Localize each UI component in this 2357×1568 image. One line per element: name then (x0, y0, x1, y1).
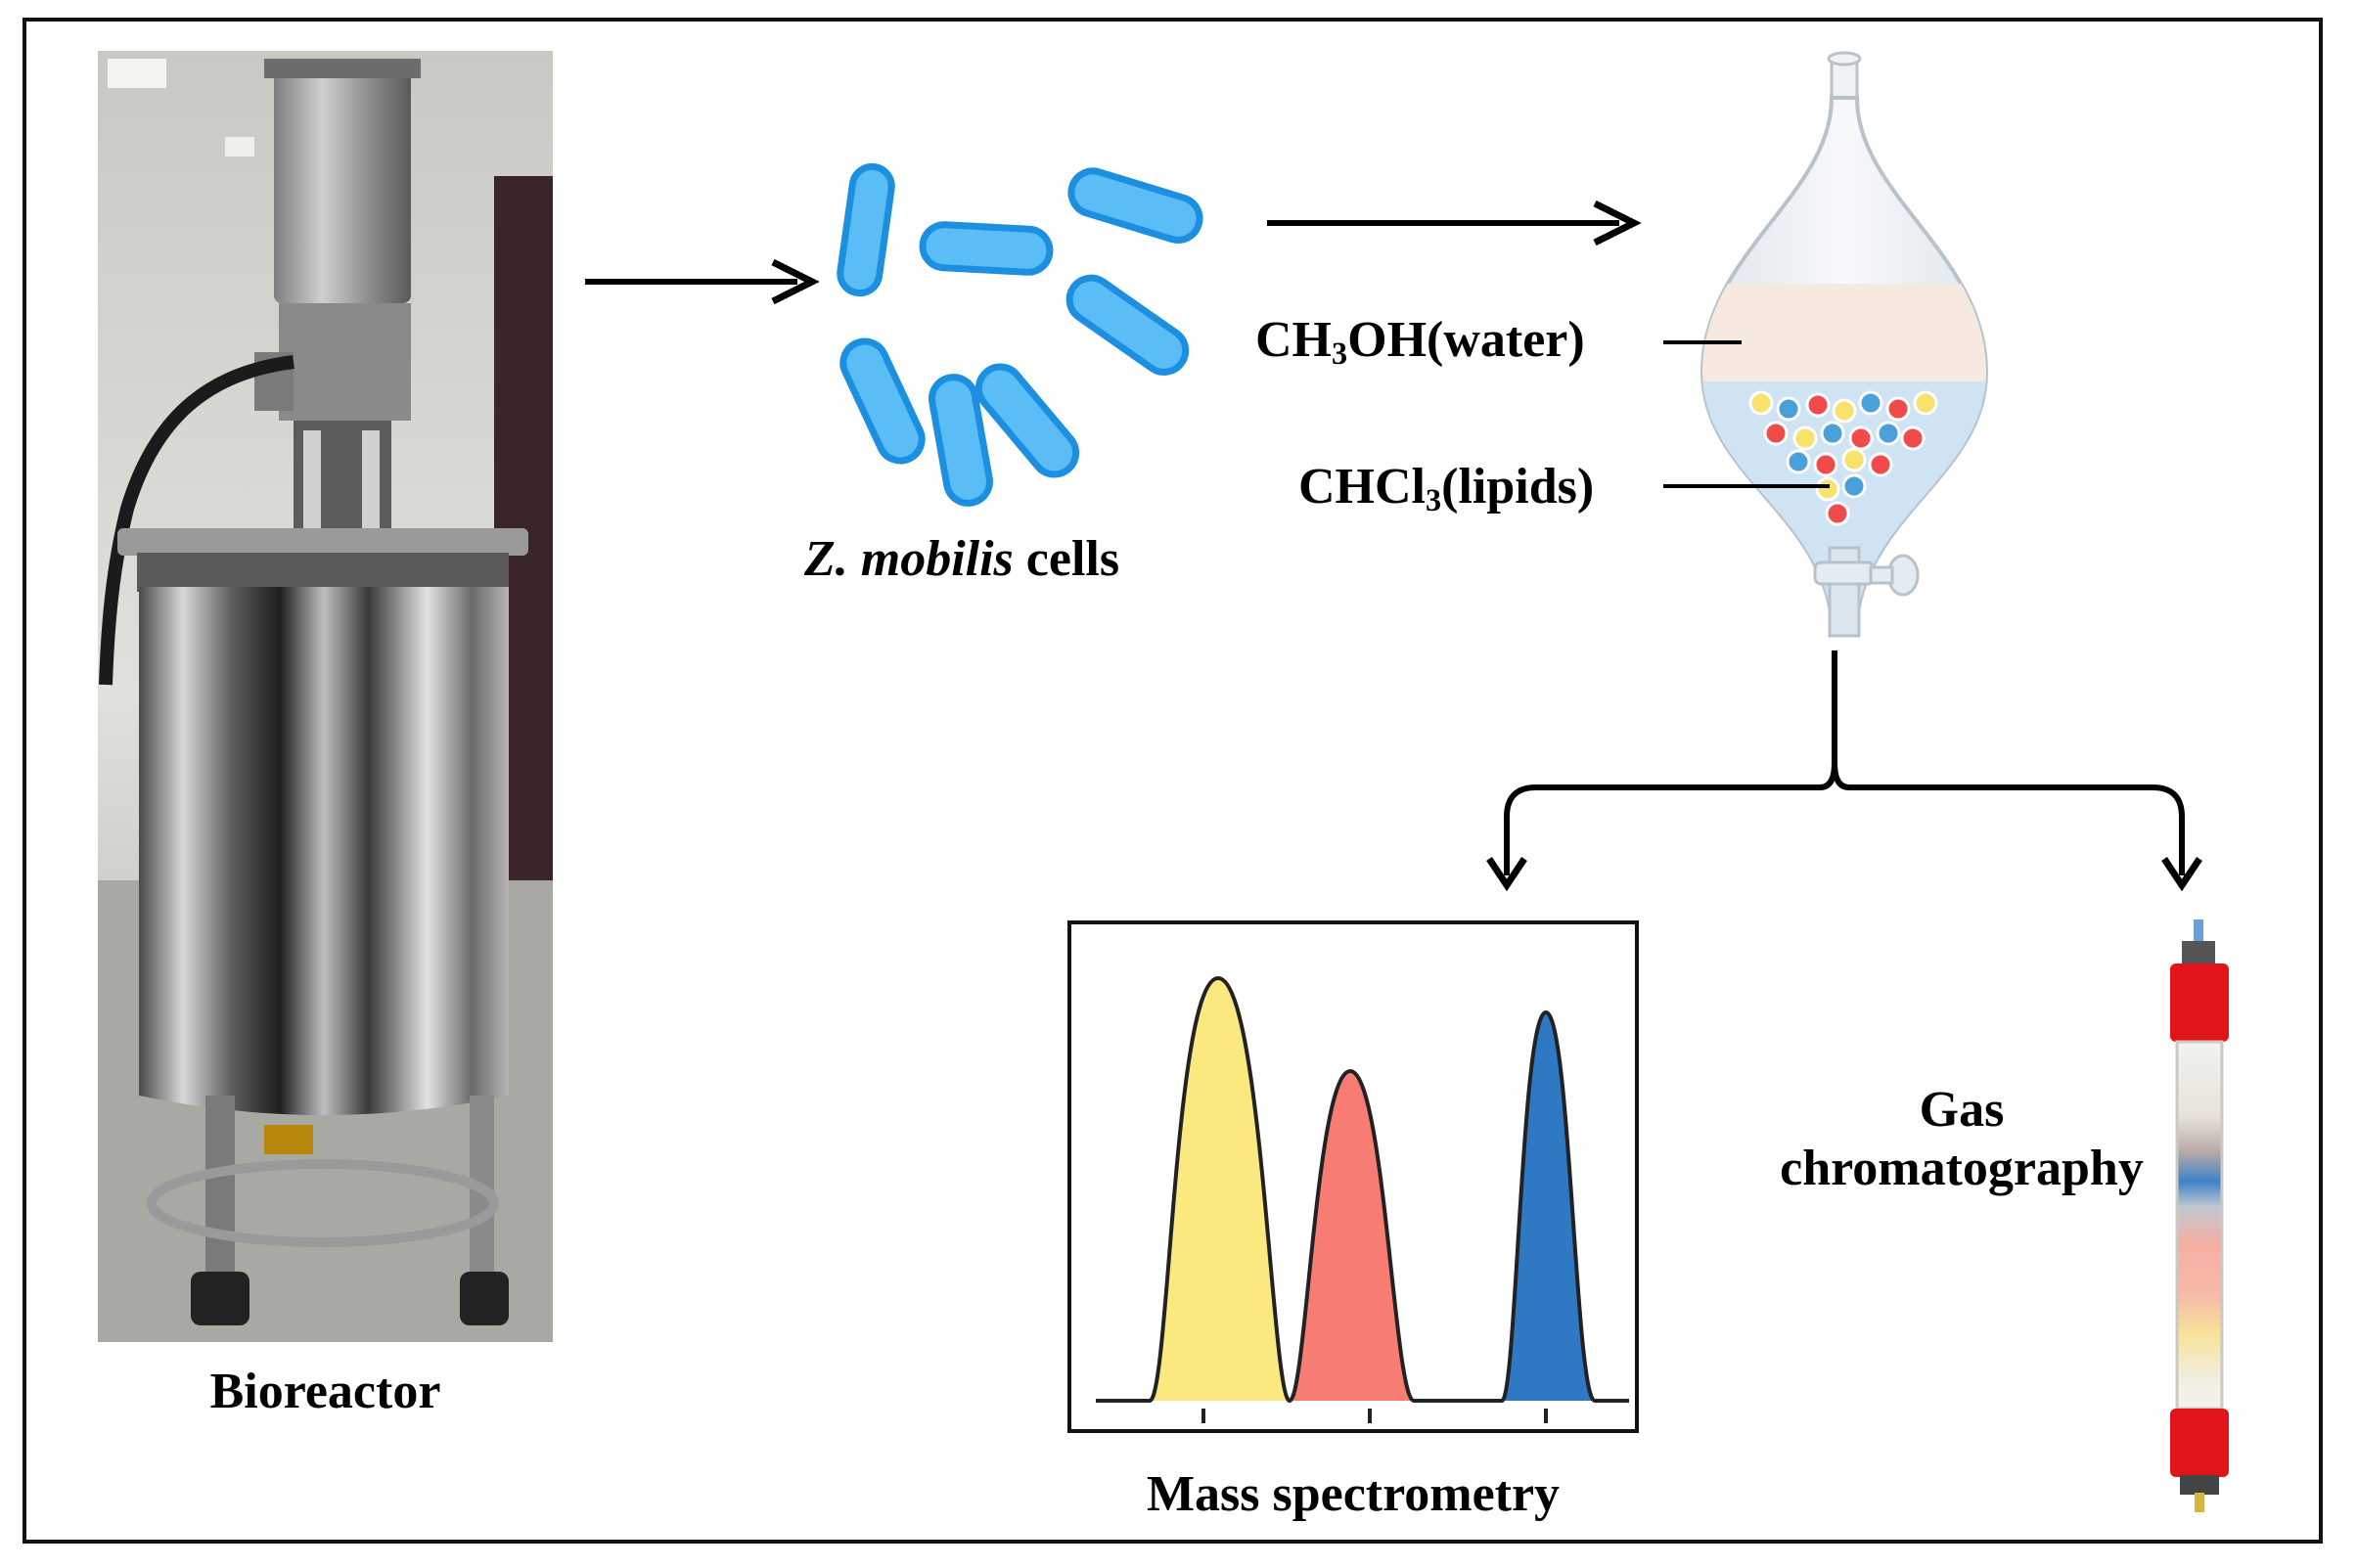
peak-yellow (1096, 978, 1287, 1401)
methanol-label: CH3OH(water) (1255, 311, 1585, 370)
methanol-subscript: 3 (1332, 336, 1348, 372)
cells-label: Z. mobilis cells (804, 530, 1119, 589)
cells-species: Z. mobilis (804, 531, 1014, 587)
chloroform-subscript: 3 (1426, 482, 1442, 518)
methanol-suffix: OH(water) (1347, 312, 1585, 368)
cell-4 (1065, 274, 1190, 376)
cell-7 (975, 363, 1080, 478)
water-layer (1702, 284, 1986, 381)
chloroform-prefix: CHCl (1298, 459, 1426, 515)
cells-cluster (837, 162, 1203, 507)
cell-2 (919, 221, 1054, 276)
cells-suffix: cells (1025, 531, 1120, 587)
arrow-bioreactor-to-cells (585, 258, 820, 305)
cell-1 (837, 162, 895, 297)
chloroform-label: CHCl3(lipids) (1298, 458, 1594, 516)
arrow-cells-to-funnel (1267, 200, 1642, 246)
branch-arrow (1486, 650, 2202, 892)
cell-3 (1067, 167, 1203, 244)
cell-6 (929, 374, 993, 507)
gas-chrom-label: Gas chromatography (1737, 1081, 2187, 1198)
peak-red (1292, 1071, 1414, 1401)
chloroform-suffix: (lipids) (1441, 459, 1595, 515)
methanol-prefix: CH (1255, 312, 1332, 368)
lipid-droplets (1748, 390, 1938, 526)
gas-chrom-line1: Gas (1919, 1082, 2005, 1138)
separatory-funnel (1663, 51, 1989, 638)
mass-spec-label: Mass spectrometry (1146, 1466, 1561, 1522)
mass-spec-panel (1067, 920, 1639, 1433)
bioreactor-label: Bioreactor (209, 1364, 441, 1419)
gas-chrom-line2: chromatography (1780, 1140, 2144, 1196)
peak-blue (1502, 1012, 1595, 1401)
spectrum-trace (1096, 975, 1629, 1404)
bioreactor-photo (98, 51, 553, 1342)
cell-5 (839, 337, 926, 465)
gc-column (2170, 919, 2229, 1512)
